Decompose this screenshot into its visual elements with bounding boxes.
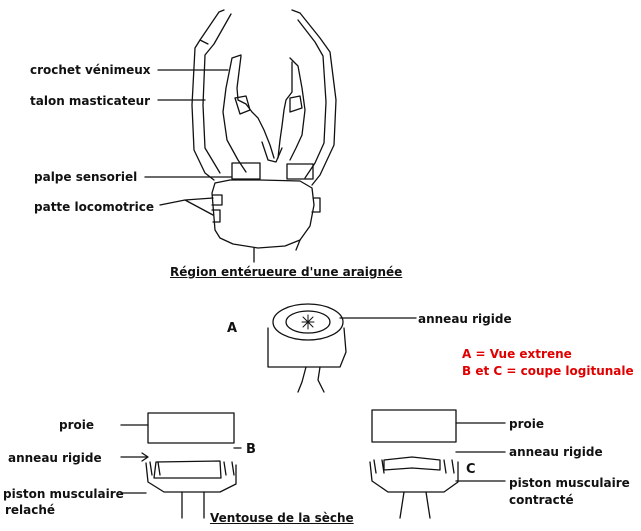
leader-b-anneau [120, 452, 149, 462]
spider-body [211, 179, 315, 249]
sucker-b-piston [153, 460, 222, 479]
sucker-a-ring-outer [272, 303, 344, 341]
legend-a: A = Vue extrene [462, 347, 572, 361]
label-c-anneau: anneau rigide [509, 445, 603, 459]
label-c-piston-2: contracté [509, 493, 574, 507]
label-c-proie: proie [509, 417, 545, 431]
label-b-piston-1: piston musculaire [3, 487, 124, 501]
sucker-b-cup [145, 462, 237, 493]
sucker-c-ring-l [373, 459, 385, 474]
label-crochet: crochet vénimeux [30, 63, 151, 77]
spider-maxilla-right [289, 95, 303, 113]
label-c-piston-1: piston musculaire [509, 476, 630, 490]
label-b-anneau: anneau rigide [8, 451, 102, 465]
label-b-proie: proie [59, 418, 95, 432]
spider-mouth [261, 141, 283, 163]
sucker-b-prey [147, 412, 235, 444]
sucker-b-ring-l [149, 461, 161, 476]
spider-right-leg [291, 9, 337, 186]
label-talon: talon masticateur [30, 94, 151, 108]
label-anneau-top: anneau rigide [418, 312, 512, 326]
sucker-c-ring-r [443, 459, 455, 474]
sucker-c-drawing [369, 409, 506, 519]
label-b-piston-2: relaché [5, 503, 56, 517]
spider-body-step-left [211, 194, 223, 223]
sucker-a-drawing [267, 303, 417, 393]
spider-right-leg-inner [297, 19, 327, 179]
sucker-b-drawing [120, 412, 242, 519]
caption-sucker: Ventouse de la sèche [210, 511, 354, 525]
sucker-a-ring-inner [285, 310, 331, 334]
sucker-b-stalk [181, 491, 205, 519]
spider-left-leg [191, 9, 225, 181]
spider-left-leg-inner [202, 13, 232, 174]
spider-fang-right-inner [277, 61, 293, 159]
legend-bc: B et C = coupe logitunale [462, 364, 634, 378]
letter-b: B [246, 442, 256, 457]
sucker-c-cup [369, 461, 459, 493]
spider-drawing [191, 9, 337, 263]
sucker-b-ring-r [223, 461, 235, 476]
spider-fang-left-inner [236, 55, 275, 159]
spider-body-bottom [253, 239, 301, 263]
leader-patte [159, 197, 214, 216]
spider-maxilla-left [234, 95, 251, 115]
spider-fang-left [222, 54, 247, 173]
letter-c: C [466, 462, 476, 477]
letter-a: A [227, 321, 238, 336]
spider-left-leg-joint [199, 39, 209, 45]
sucker-c-piston [383, 456, 441, 471]
spider-body-step-right [311, 197, 321, 213]
spider-palp-left [231, 162, 261, 180]
spider-fang-right [289, 57, 306, 161]
caption-spider: Région entérueure d'une araignée [170, 265, 403, 279]
label-palpe: palpe sensoriel [34, 170, 138, 184]
sucker-c-stalk [399, 491, 431, 519]
sucker-a-stalk [297, 366, 325, 393]
spider-palp-right [286, 163, 314, 180]
label-patte: patte locomotrice [34, 200, 154, 214]
sucker-a-base [267, 327, 347, 368]
sucker-c-prey [371, 409, 457, 443]
sucker-a-star [301, 314, 315, 330]
